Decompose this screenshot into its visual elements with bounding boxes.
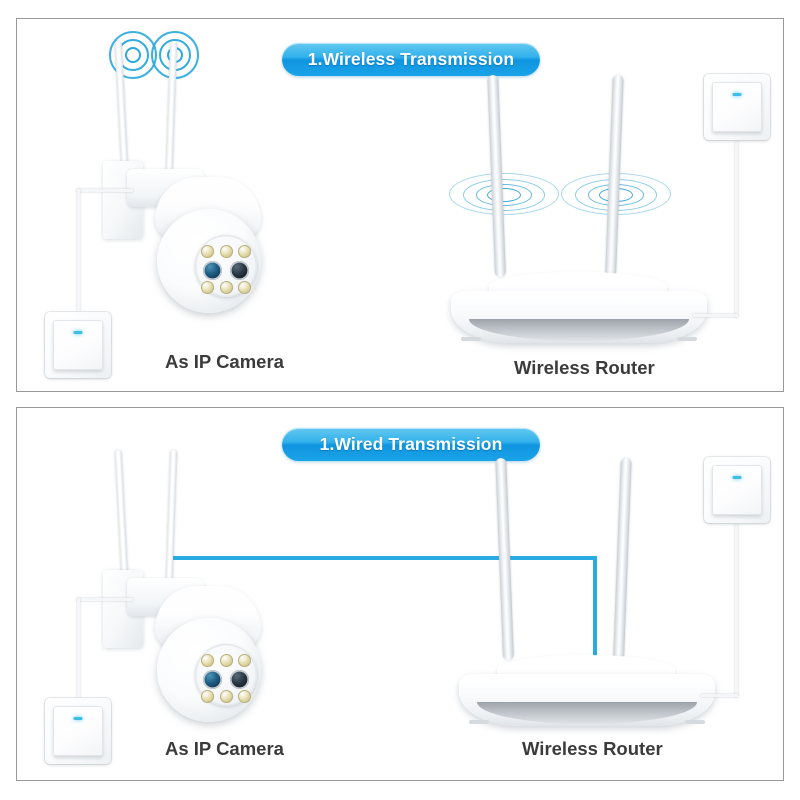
ethernet-cable-horizontal (173, 556, 597, 560)
ir-led (238, 690, 251, 703)
camera-power-cable-vertical (77, 189, 81, 314)
switch-led-indicator (732, 475, 742, 480)
camera-ir-led-row-top (201, 245, 251, 258)
camera-power-cable-horizontal (77, 598, 133, 602)
wall-switch-left[interactable] (45, 312, 111, 378)
wifi-ripple-icon (487, 188, 521, 202)
wall-switch-left[interactable] (45, 698, 111, 764)
ir-led (201, 654, 214, 667)
panel-wireless-transmission: 1.Wireless Transmission (16, 18, 784, 392)
ir-led (219, 654, 233, 667)
router-foot (685, 720, 705, 724)
panel-2-content: 1.Wired Transmission (17, 408, 783, 780)
camera-lens (203, 261, 222, 280)
ethernet-cable-vertical (593, 556, 597, 674)
camera-lens (203, 670, 222, 689)
wifi-wave-icon (125, 47, 141, 63)
badge-wireless-transmission: 1.Wireless Transmission (282, 43, 540, 76)
router-antenna (613, 457, 632, 661)
router-caption: Wireless Router (522, 738, 663, 759)
camera-lens (230, 261, 249, 280)
switch-led-indicator (73, 716, 83, 721)
switch-led-indicator (732, 92, 742, 97)
camera-ir-led-row-bottom (201, 690, 251, 703)
ir-led (219, 690, 233, 703)
switch-rocker[interactable] (53, 706, 103, 756)
switch-led-indicator (73, 330, 83, 335)
switch-rocker[interactable] (53, 320, 103, 370)
router-vent-strip (477, 702, 697, 724)
router-vent-strip (469, 319, 689, 341)
badge-wired-transmission: 1.Wired Transmission (282, 428, 540, 461)
camera-ir-led-row-bottom (201, 281, 251, 294)
switch-rocker[interactable] (712, 465, 762, 515)
camera-lens (230, 670, 249, 689)
camera-caption: As IP Camera (165, 738, 284, 759)
router-power-cable-horizontal (693, 314, 738, 318)
switch-rocker[interactable] (712, 82, 762, 132)
ir-led (238, 281, 251, 294)
camera-caption: As IP Camera (165, 351, 284, 372)
router-foot (469, 720, 489, 724)
wall-switch-right[interactable] (704, 74, 770, 140)
router-caption: Wireless Router (514, 357, 655, 378)
wall-switch-right[interactable] (704, 457, 770, 523)
ir-led (238, 654, 251, 667)
camera-lens-row (203, 261, 249, 280)
wifi-ripple-icon (463, 179, 545, 211)
ir-led (201, 690, 214, 703)
camera-lens-row (203, 670, 249, 689)
router-foot (677, 337, 697, 341)
camera-power-cable-horizontal (77, 189, 133, 193)
ir-led (219, 281, 233, 294)
ir-led (201, 245, 214, 258)
camera-power-cable-vertical (77, 598, 81, 700)
ir-led (238, 245, 251, 258)
router-power-cable-vertical (735, 524, 739, 697)
wifi-ripple-icon (449, 173, 559, 215)
camera-ir-led-row-top (201, 654, 251, 667)
panel-wired-transmission: 1.Wired Transmission (16, 407, 784, 781)
router-foot (461, 337, 481, 341)
wifi-ripple-icon (476, 184, 532, 206)
router-power-cable-vertical (735, 141, 739, 317)
panel-1-content: 1.Wireless Transmission (17, 19, 783, 391)
router-power-cable-horizontal (701, 694, 738, 698)
ir-led (219, 245, 233, 258)
ir-led (201, 281, 214, 294)
